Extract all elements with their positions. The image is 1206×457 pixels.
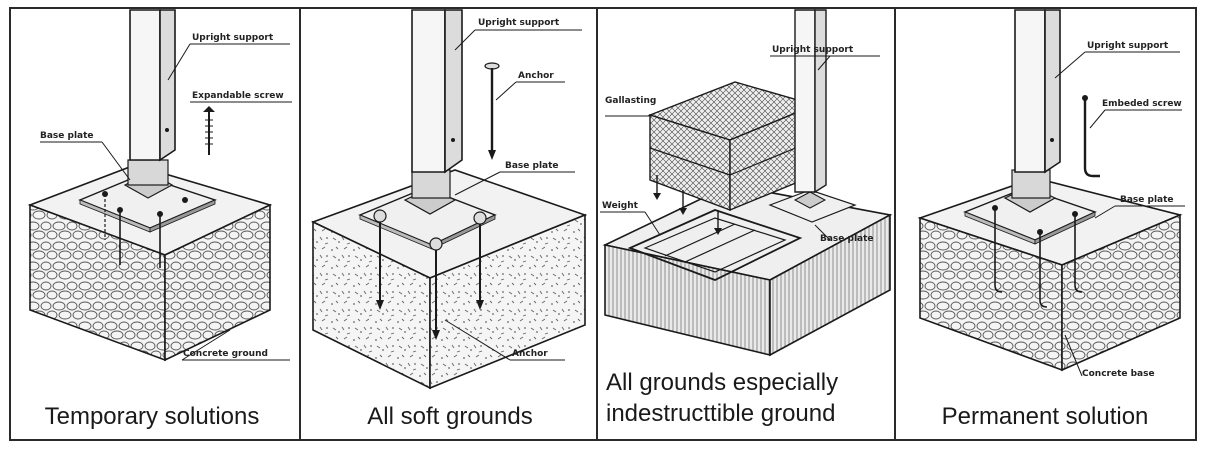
label-concrete-ground: Concrete ground (183, 349, 268, 359)
label-concrete-base: Concrete base (1082, 369, 1155, 379)
label-base-plate-2: Base plate (505, 161, 559, 171)
base-plate-4 (963, 187, 1097, 245)
label-embeded-screw: Embeded screw (1102, 99, 1182, 109)
label-gallasting: Gallasting (605, 96, 656, 106)
upright-post-2 (411, 9, 463, 174)
leader-base-1b (101, 141, 131, 181)
anchor-spikes (373, 209, 487, 340)
ground-anchors (104, 194, 161, 268)
leader-upright-1 (167, 43, 191, 81)
bracket-4 (1003, 169, 1057, 213)
label-upright-support-1: Upright support (192, 33, 274, 43)
leader-concrete-base (1064, 334, 1083, 377)
leader-base-4 (1094, 205, 1116, 219)
label-anchor-top: Anchor (518, 71, 554, 81)
leader-weight-b (644, 211, 661, 236)
leader-anchor-bottom (444, 319, 511, 361)
leader-ground-1 (181, 329, 231, 361)
label-anchor-bottom: Anchor (512, 349, 548, 359)
label-upright-support-4: Upright support (1087, 41, 1169, 51)
label-expandable-screw: Expandable screw (192, 91, 284, 101)
leader-screw-4 (1089, 109, 1106, 129)
ballast-cage (647, 81, 818, 212)
base-plate-3 (768, 189, 857, 223)
panel-indestructible: Upright support Gallasting Weight Base p… (600, 9, 893, 427)
panel-temporary: Upright support Expandable screw Base pl… (27, 9, 292, 430)
expandable-screw-icon (203, 106, 215, 155)
ground-slab (602, 184, 893, 357)
caption-line2: indestructtible ground (606, 400, 835, 427)
embedded-screw-icon (1082, 95, 1100, 178)
down-arrows-icon (653, 175, 722, 235)
bracket-2 (403, 169, 457, 215)
outer-frame (9, 7, 1197, 441)
label-base-plate-1: Base plate (40, 131, 94, 141)
label-upright-support-2: Upright support (478, 18, 560, 28)
leader-upright-3 (817, 55, 831, 71)
label-weight: Weight (602, 201, 639, 211)
leader-upright-2 (454, 29, 476, 51)
panel-soft-grounds: Upright support Anchor Base plate Anchor… (310, 9, 588, 430)
label-upright-support-3: Upright support (772, 45, 854, 55)
caption-permanent: Permanent solution (942, 403, 1149, 430)
upright-post-3 (794, 9, 827, 194)
panel-permanent: Upright support Embeded screw Base plate… (917, 9, 1185, 430)
label-base-plate-4: Base plate (1120, 195, 1174, 205)
anchor-icon (484, 62, 500, 160)
upright-post (129, 9, 176, 162)
leader-base-3 (814, 224, 831, 241)
leader-anchor-top (495, 81, 517, 101)
upright-post-4 (1014, 9, 1061, 174)
weight-frame (627, 209, 803, 281)
caption-line1: All grounds especially (606, 369, 838, 396)
caption-soft-grounds: All soft grounds (367, 403, 532, 430)
embedded-bolts (994, 210, 1083, 308)
caption-temporary: Temporary solutions (45, 403, 260, 430)
leader-upright-4 (1054, 51, 1086, 79)
leader-base-2 (454, 171, 501, 196)
label-base-plate-3: Base plate (820, 234, 874, 244)
